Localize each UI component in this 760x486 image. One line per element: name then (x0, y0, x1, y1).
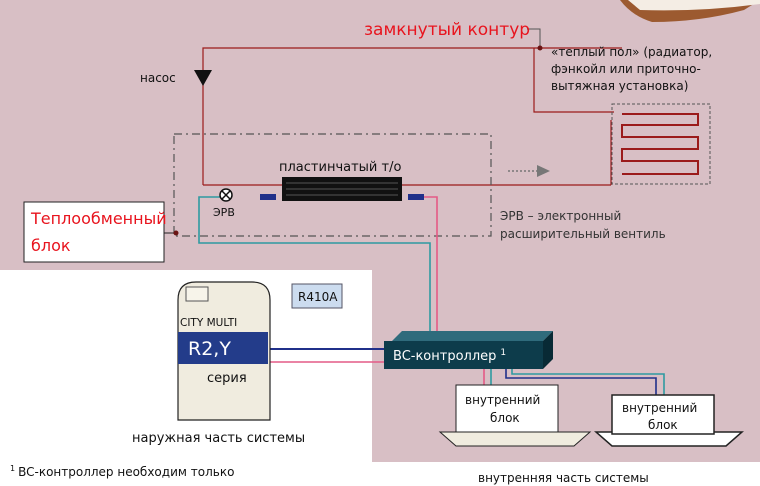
indoor-unit-2 (594, 394, 744, 447)
outdoor-part-label: наружная часть системы (132, 431, 305, 446)
pump-label: насос (140, 71, 176, 85)
plate-heat-exchanger (260, 177, 424, 201)
heat-exchange-block-label-2: блок (31, 236, 71, 255)
closed-loop-label: замкнутый контур (364, 20, 530, 40)
flow-arrow-icon (508, 165, 550, 177)
erv-note-line-1: ЭРВ – электронный (500, 209, 621, 223)
bc-controller-label-text: BC-контроллер (393, 349, 496, 364)
outdoor-unit (177, 281, 271, 421)
bc-controller-box (384, 331, 553, 369)
warm-floor-line-2: фэнкойл или приточно- (551, 62, 701, 76)
model-badge: R2,Y (188, 338, 231, 360)
pump-icon (194, 70, 212, 86)
erv-label: ЭРВ (213, 206, 235, 219)
refrigerant-label: R410A (298, 290, 338, 304)
refrigerant-pipes (198, 196, 665, 395)
indoor-unit-2-line-1: внутренний (622, 401, 697, 415)
indoor-unit-1-line-2: блок (490, 411, 520, 425)
bc-controller-footnote-mark: 1 (500, 348, 506, 358)
plate-hx-label: пластинчатый т/о (279, 160, 401, 175)
closed-loop-junction (537, 45, 543, 51)
closed-loop-label-leader (527, 28, 541, 46)
warm-floor-line-1: «теплый пол» (радиатор, (551, 45, 712, 59)
indoor-unit-2-line-2: блок (648, 418, 678, 432)
indoor-part-label: внутренняя часть системы (478, 471, 649, 485)
heat-exchange-block-label-1: Теплообменный (30, 209, 167, 228)
erv-valve-icon (219, 188, 233, 202)
erv-note-line-2: расширительный вентиль (500, 227, 666, 241)
indoor-unit-1 (438, 384, 592, 447)
pink-zone (0, 0, 760, 462)
footnote-text: BC-контроллер необходим только (18, 465, 234, 479)
refrigerant-tag (291, 283, 343, 309)
warm-floor-line-3: вытяжная установка) (551, 79, 688, 93)
series-label: серия (207, 371, 247, 386)
brand-label: CITY MULTI (180, 317, 237, 329)
heat-exchange-block-outline (173, 133, 492, 237)
footnote-mark: 1 (10, 464, 15, 473)
heat-exchange-block-label-box (23, 201, 179, 263)
wood-corner-decoration (620, 0, 760, 22)
warm-floor-coil (611, 103, 711, 185)
bc-controller-label: BC-контроллер 1 (393, 348, 506, 364)
indoor-unit-1-line-1: внутренний (465, 393, 540, 407)
closed-loop-pipe (202, 47, 622, 186)
